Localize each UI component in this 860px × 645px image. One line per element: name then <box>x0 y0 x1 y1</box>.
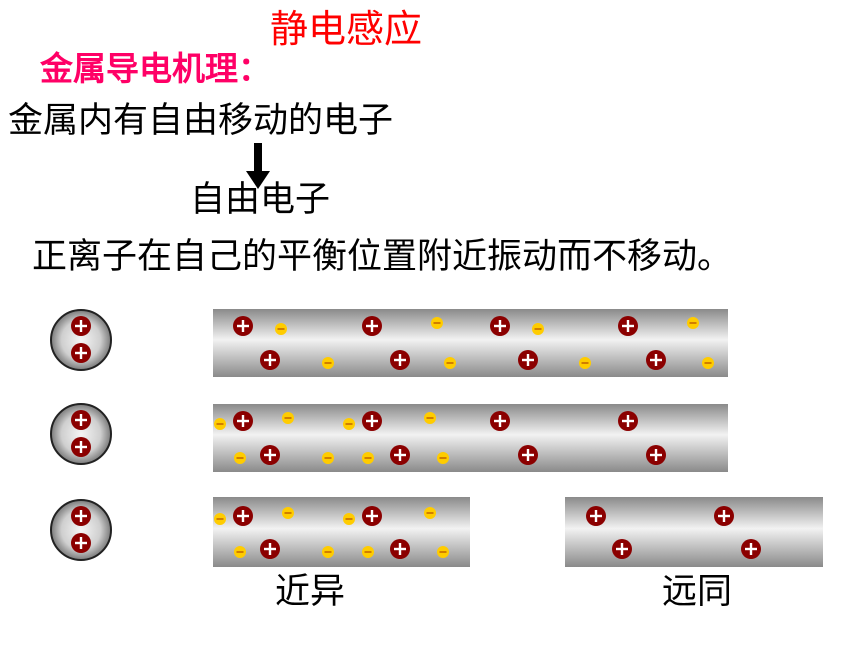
induction-diagram <box>50 309 823 567</box>
positive-ions-statement: 正离子在自己的平衡位置附近振动而不移动。 <box>32 237 733 277</box>
free-electrons-label: 自由电子 <box>190 180 331 220</box>
free-electrons-statement: 金属内有自由移动的电子 <box>8 101 394 141</box>
far-part-rod <box>565 497 823 567</box>
near-part-rod <box>213 497 470 567</box>
label-far-same: 远同 <box>662 572 733 612</box>
section-heading: 金属导电机理： <box>40 49 271 88</box>
charged-sphere-3 <box>50 499 112 561</box>
neutral-conductor-rod <box>213 309 728 377</box>
charged-sphere-1 <box>50 309 112 371</box>
down-arrow-icon <box>246 143 270 189</box>
charged-sphere-2 <box>50 403 112 465</box>
label-near-opposite: 近异 <box>275 572 346 612</box>
polarized-conductor-rod <box>213 404 728 472</box>
slide-title: 静电感应 <box>270 7 423 51</box>
